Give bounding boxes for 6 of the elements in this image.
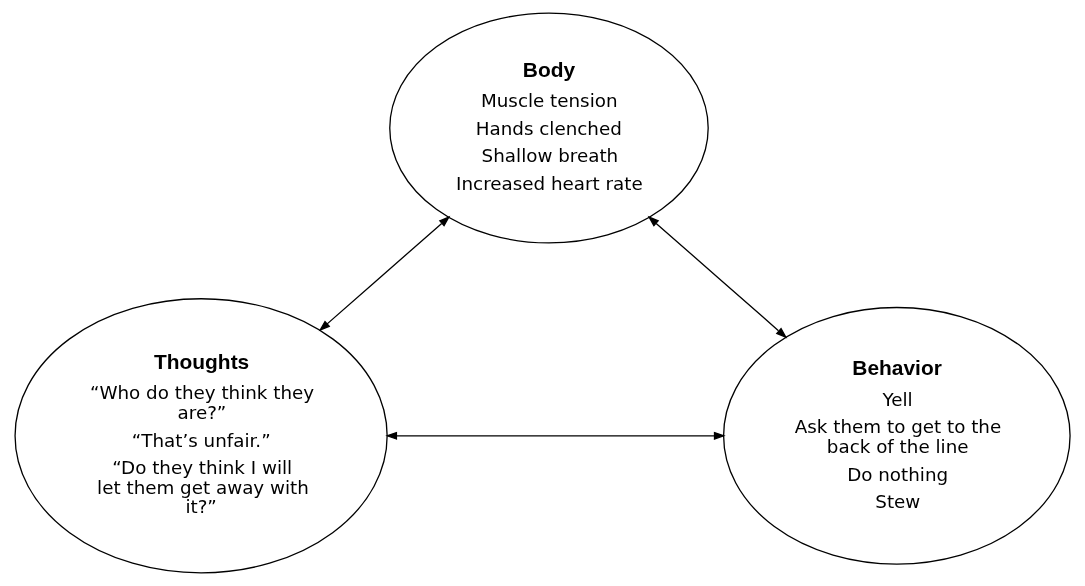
arrow — [385, 431, 726, 440]
node-ellipse: Behavior Yell Ask them to get to the back of the line Do nothing Stew — [722, 306, 1071, 565]
arrow — [318, 215, 451, 332]
arrow — [647, 215, 788, 339]
node-ellipse: Body Muscle tension Hands clenched Shallow breath Increased heart rate — [389, 12, 709, 244]
node-ellipse: Thoughts “Who do they think they are?” “That’s unfair.” “Do they think I will let them get away with it?” — [14, 298, 388, 574]
